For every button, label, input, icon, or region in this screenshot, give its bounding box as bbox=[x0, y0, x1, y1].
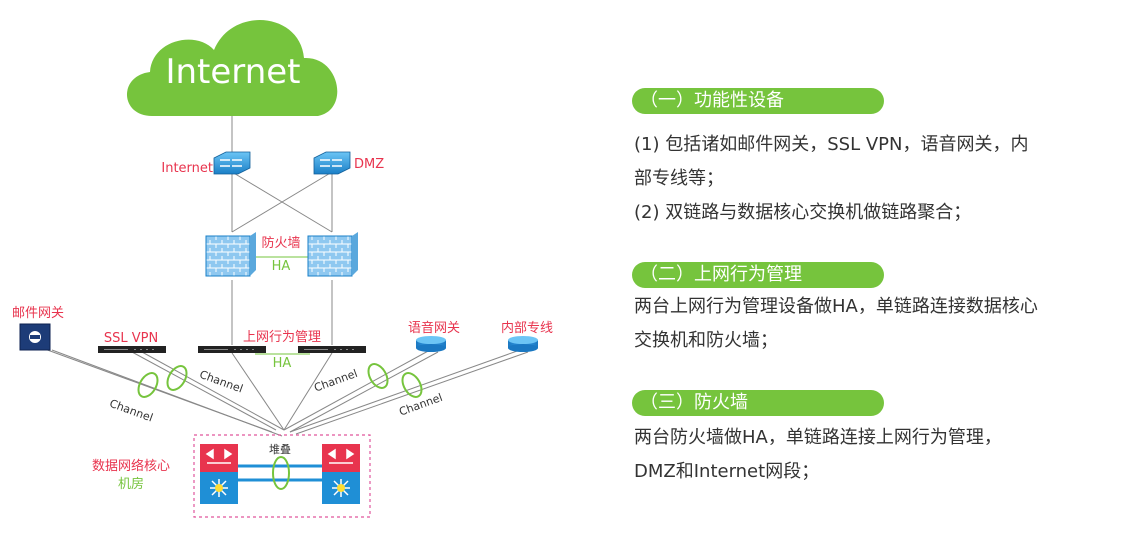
section-firewall-line: 两台防火墙做HA，单链路连接上网行为管理， bbox=[634, 427, 1002, 448]
core-room-label-line2: 机房 bbox=[118, 476, 144, 492]
section-functional-devices-line: 部专线等； bbox=[634, 168, 724, 189]
private-line-label: 内部专线 bbox=[501, 320, 553, 336]
section-functional-devices-line: (2) 双链路与数据核心交换机做链路聚合； bbox=[634, 202, 972, 223]
dmz-switch-label: DMZ bbox=[354, 157, 384, 172]
firewall-left bbox=[205, 232, 256, 277]
private-line-device bbox=[508, 336, 538, 352]
stack-label: 堆叠 bbox=[269, 443, 291, 456]
internet-switch bbox=[213, 151, 251, 175]
core-switch-left bbox=[200, 444, 238, 504]
firewall-right bbox=[307, 232, 358, 277]
core-room-boundary bbox=[193, 434, 371, 518]
voice-gateway-label: 语音网关 bbox=[408, 320, 460, 336]
ssl-vpn-label: SSL VPN bbox=[104, 331, 158, 346]
core-switch-right bbox=[322, 444, 360, 504]
voice-gateway-device bbox=[416, 336, 446, 352]
dmz-switch bbox=[313, 151, 351, 175]
behavior-mgmt-device-left bbox=[198, 346, 266, 353]
internet-switch-label: Internet bbox=[161, 161, 213, 176]
section-functional-devices-title: （一）功能性设备 bbox=[632, 88, 884, 114]
network-links bbox=[41, 116, 529, 437]
section-behavior-mgmt-line: 两台上网行为管理设备做HA，单链路连接数据核心 bbox=[634, 296, 1038, 317]
channel-rings bbox=[137, 363, 423, 398]
stack-links bbox=[238, 456, 322, 490]
section-functional-devices-line: (1) 包括诸如邮件网关，SSL VPN，语音网关，内 bbox=[634, 134, 1029, 155]
behavior-mgmt-label: 上网行为管理 bbox=[243, 330, 321, 345]
section-firewall-title: （三）防火墙 bbox=[632, 390, 884, 416]
section-behavior-mgmt-line: 交换机和防火墙； bbox=[634, 330, 778, 351]
channel-label: Channel bbox=[108, 397, 155, 425]
behavior-mgmt-device-right bbox=[298, 346, 366, 353]
core-room-label-line1: 数据网络核心 bbox=[92, 458, 170, 474]
mail-gateway-device bbox=[19, 323, 51, 351]
ssl-vpn-device bbox=[98, 346, 166, 353]
mail-gateway-label: 邮件网关 bbox=[12, 306, 64, 321]
network-topology-diagram: Internet Internet bbox=[12, 20, 553, 518]
channel-label: Channel bbox=[312, 367, 359, 395]
internet-cloud: Internet bbox=[126, 20, 338, 117]
cloud-label: Internet bbox=[165, 52, 300, 92]
section-firewall-line: DMZ和Internet网段； bbox=[634, 461, 820, 482]
behavior-ha-label: HA bbox=[273, 356, 292, 371]
firewall-ha-label: HA bbox=[272, 259, 291, 274]
firewall-label: 防火墙 bbox=[261, 235, 300, 251]
section-behavior-mgmt-title: （二）上网行为管理 bbox=[632, 262, 884, 288]
